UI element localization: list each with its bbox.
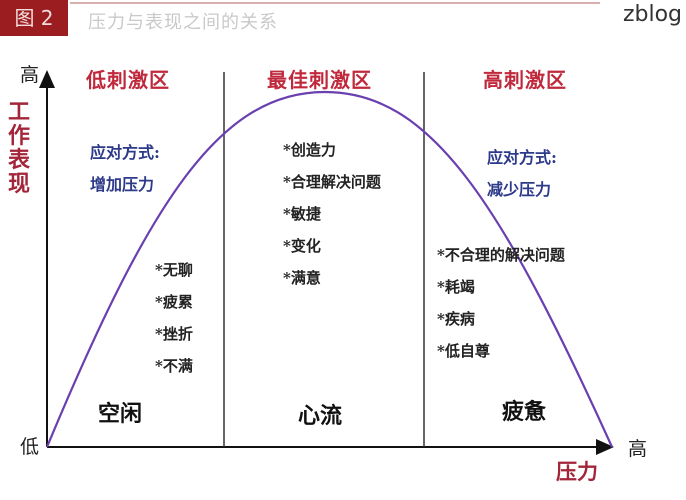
- list-item: *敏捷: [283, 205, 321, 223]
- zone-low-state: 空闲: [98, 402, 143, 427]
- zone-low-strategy: 应对方式: 增加压力: [90, 137, 160, 201]
- strategy-action: 减少压力: [487, 180, 552, 199]
- zone-high-title: 高刺激区: [483, 68, 567, 92]
- list-item: *变化: [283, 237, 321, 255]
- list-item: *疾病: [437, 310, 475, 328]
- list-item: *挫折: [155, 325, 193, 343]
- figure-label: 图 2: [0, 0, 68, 36]
- performance-curve: [45, 90, 614, 448]
- header-rule: [70, 2, 600, 4]
- list-item: *满意: [283, 269, 321, 287]
- zone-optimal-title: 最佳刺激区: [267, 68, 372, 92]
- zone-optimal-state: 心流: [298, 404, 343, 429]
- list-item: *创造力: [283, 141, 336, 159]
- list-item: *疲累: [155, 293, 193, 311]
- strategy-label: 应对方式:: [90, 143, 160, 162]
- strategy-action: 增加压力: [90, 175, 155, 194]
- figure-title: 压力与表现之间的关系: [88, 12, 278, 33]
- brand-logo: zblog: [622, 2, 682, 27]
- x-axis-title: 压力: [556, 459, 598, 484]
- list-item: *不合理的解决问题: [437, 246, 565, 264]
- strategy-label: 应对方式:: [487, 148, 557, 167]
- zone-low-title: 低刺激区: [86, 68, 170, 92]
- list-item: *耗竭: [437, 278, 475, 296]
- zone-high-strategy: 应对方式: 减少压力: [487, 142, 557, 206]
- x-axis-high-label: 高: [628, 438, 648, 460]
- y-axis-title: 工作表现: [7, 99, 30, 197]
- y-axis-high-label: 高: [20, 64, 40, 86]
- zone-optimal-items: *创造力 *合理解决问题 *敏捷 *变化 *满意: [283, 134, 381, 294]
- zone-low-items: *无聊 *疲累 *挫折 *不满: [155, 254, 193, 382]
- list-item: *合理解决问题: [283, 173, 381, 191]
- list-item: *不满: [155, 357, 193, 375]
- origin-low-label: 低: [20, 436, 40, 458]
- zone-high-items: *不合理的解决问题 *耗竭 *疾病 *低自尊: [437, 239, 565, 367]
- list-item: *无聊: [155, 261, 193, 279]
- list-item: *低自尊: [437, 342, 490, 360]
- zone-high-state: 疲惫: [502, 400, 547, 425]
